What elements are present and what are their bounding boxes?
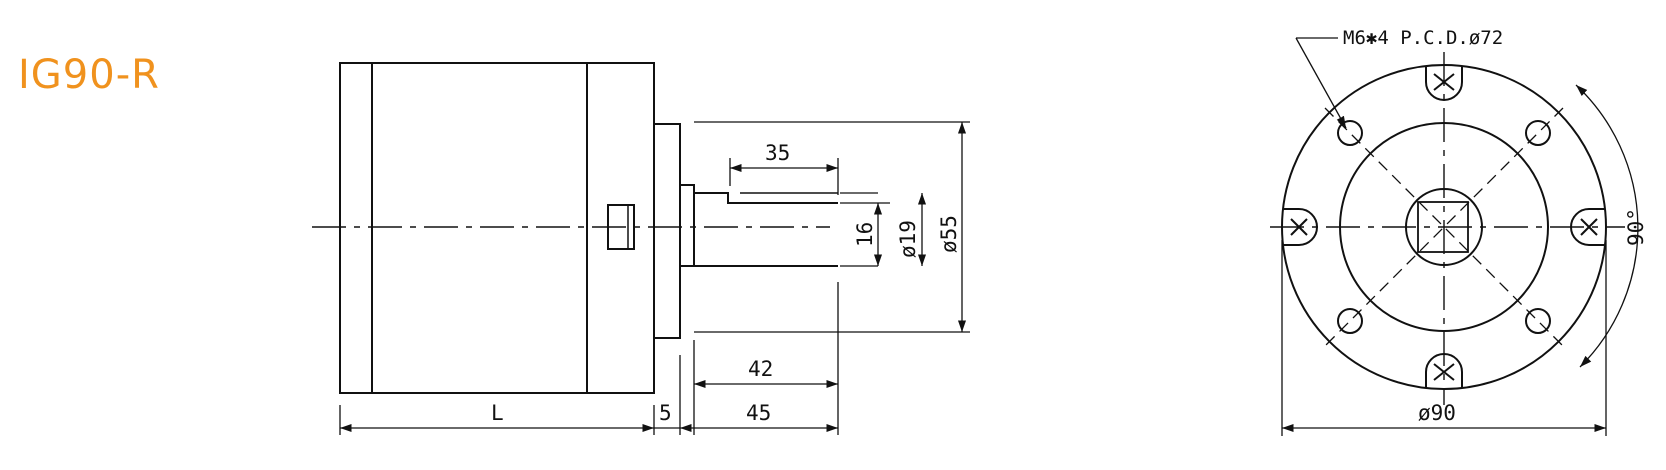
gearbox-flange	[653, 123, 681, 339]
motor-body	[339, 62, 655, 394]
dim-L-label: L	[491, 401, 504, 425]
dim-55-label: ø55	[937, 215, 961, 253]
outer-flange-circle	[1281, 64, 1607, 390]
dim-45-label: 45	[746, 401, 771, 425]
dim-90-label: ø90	[1418, 401, 1456, 425]
shaft-key-square	[1417, 201, 1469, 253]
front-view: M6✱4 P.C.D.ø72 90° ø90	[1270, 27, 1648, 436]
rear-shaft-stub	[607, 204, 635, 250]
angle-arc	[1575, 84, 1639, 368]
dim-16-label: 16	[853, 222, 877, 247]
side-dimension-lines	[340, 121, 967, 433]
shaft-circle	[1405, 188, 1483, 266]
dim-90-lines	[1281, 240, 1607, 436]
model-title: IG90-R	[18, 52, 160, 98]
dim-35-label: 35	[765, 141, 790, 165]
m6-holes	[1337, 120, 1551, 334]
output-shaft	[679, 184, 838, 267]
dim-42-label: 42	[748, 357, 773, 381]
side-view: 35 16 ø19 ø55 42 L 5 45	[312, 62, 970, 435]
callout-label: M6✱4 P.C.D.ø72	[1343, 27, 1503, 49]
pilot-circle	[1339, 122, 1549, 332]
angle-label: 90°	[1624, 208, 1648, 246]
dim-19-label: ø19	[896, 220, 920, 258]
dim-5-label: 5	[659, 401, 672, 425]
callout-leader	[1295, 37, 1347, 129]
